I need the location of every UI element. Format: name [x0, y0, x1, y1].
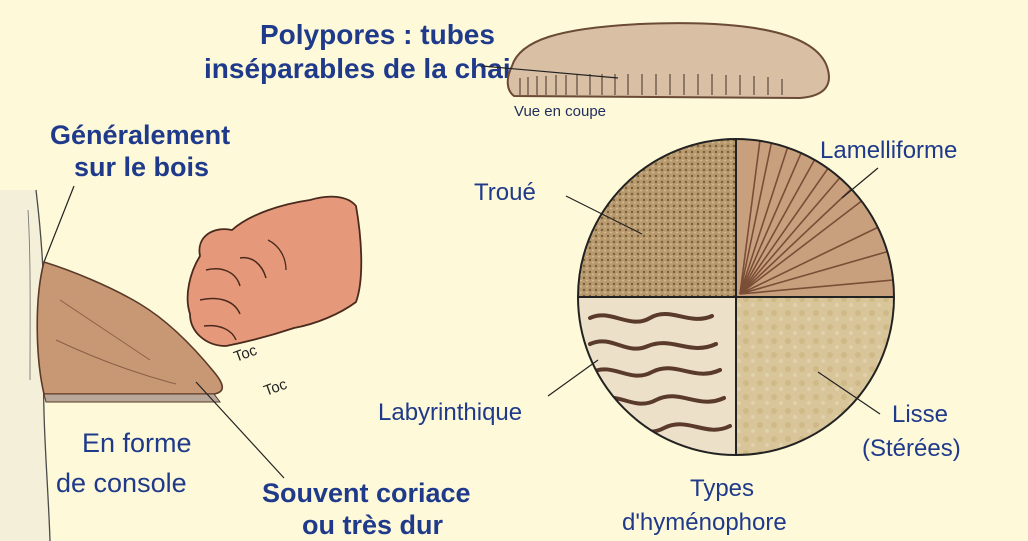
quadrant-smooth	[736, 297, 894, 455]
knocking-fist-icon	[188, 197, 362, 346]
caption-line-2: d'hyménophore	[622, 509, 787, 536]
habitat-line-2: sur le bois	[74, 152, 209, 182]
section-caption: Vue en coupe	[514, 103, 606, 120]
label-lamellate: Lamelliforme	[820, 137, 957, 164]
texture-line-2: ou très dur	[302, 510, 444, 540]
label-perforated: Troué	[474, 179, 536, 206]
title-line-2: inséparables de la chair	[204, 53, 522, 84]
label-smooth-2: (Stérées)	[862, 435, 961, 462]
knock-text-2: Toc	[262, 376, 290, 400]
cross-section-drawing	[482, 23, 829, 98]
quadrant-labyrinthine	[578, 297, 736, 455]
habitat-line-1: Généralement	[50, 120, 230, 150]
pointer-line-wood	[44, 186, 74, 262]
hymenophore-disc	[578, 139, 894, 455]
quadrant-perforated	[578, 139, 736, 297]
title-line-1: Polypores : tubes	[260, 19, 495, 50]
label-smooth-1: Lisse	[892, 401, 948, 428]
texture-line-1: Souvent coriace	[262, 478, 471, 508]
caption-line-1: Types	[690, 475, 754, 502]
pointer-labyrinthine	[548, 360, 598, 396]
shape-line-2: de console	[56, 468, 187, 498]
pointer-lamellate	[842, 168, 878, 198]
shape-line-1: En forme	[82, 428, 192, 458]
knock-text-1: Toc	[232, 342, 260, 366]
label-labyrinthine: Labyrinthique	[378, 399, 522, 426]
